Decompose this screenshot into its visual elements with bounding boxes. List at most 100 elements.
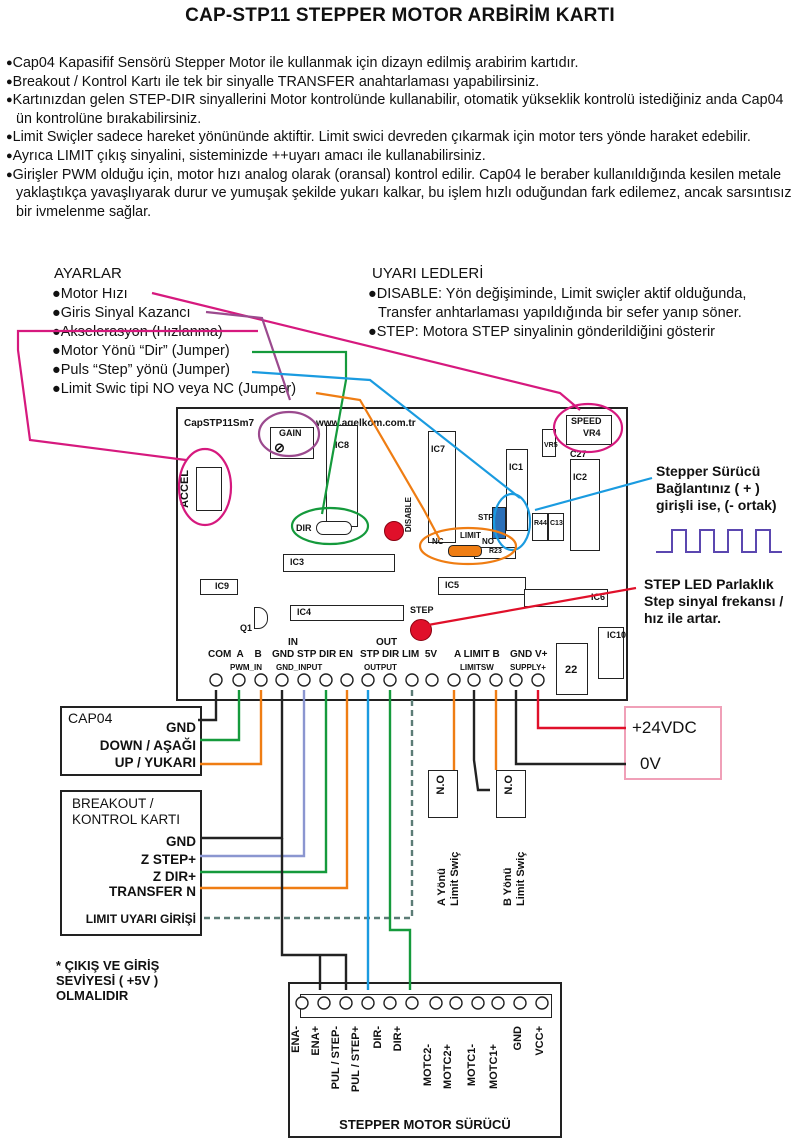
intro-item: ●Limit Swiçler sadece hareket yönününde … [6, 129, 751, 146]
switch-a-label: A Yönü Limit Swiç [436, 851, 461, 906]
step-led-note: STEP LED Parlaklık Step sinyal frekansı … [644, 576, 784, 626]
driver-pin: PUL / STEP- [330, 1026, 342, 1090]
intro-item: ●Girişler PWM olduğu için, motor hızı an… [6, 166, 792, 220]
limit-switch-b: N.O [496, 770, 526, 818]
power-0v: 0V [640, 754, 661, 773]
settings-item: ●Akselerasyon (Hızlanma) [52, 324, 223, 340]
driver-pin: ENA+ [310, 1026, 322, 1056]
wire-bo-step [200, 690, 306, 858]
c22: 22 [556, 643, 588, 695]
cap04-gnd: GND [166, 720, 196, 735]
disable-label: DISABLE [404, 497, 413, 533]
gain-pot: GAIN ⊘ [270, 427, 314, 459]
settings-item: ●Giris Sinyal Kazancı [52, 305, 191, 321]
limit-switch-a: N.O [428, 770, 458, 818]
wire-drv-dir [388, 690, 412, 990]
ic8: IC8 [326, 425, 358, 527]
sup-group-label: SUPPLY+ [510, 663, 546, 672]
leds-item: ●DISABLE: Yön değişiminde, Limit swiçler… [368, 286, 747, 321]
settings-item: ●Motor Hızı [52, 286, 128, 302]
pcb-board: CapSTP11Sm7 www.agelkom.com.tr GAIN ⊘ SP… [176, 407, 628, 701]
switch-b-label: B Yönü Limit Swiç [502, 851, 527, 906]
step-waveform [656, 529, 782, 553]
step-led [410, 619, 432, 641]
ic2: IC2 [570, 459, 600, 551]
breakout-gnd: GND [166, 834, 196, 849]
r44: R44 [532, 513, 548, 541]
limit-jumper [448, 545, 482, 557]
settings-list: ●Motor Hızı ●Giris Sinyal Kazancı ●Aksel… [52, 285, 296, 399]
driver-pin: PUL / STEP+ [350, 1026, 362, 1093]
ic10: IC10 [598, 627, 626, 679]
driver-pin: DIR- [372, 1026, 384, 1049]
q1 [254, 607, 268, 629]
settings-item: ●Limit Swic tipi NO veya NC (Jumper) [52, 381, 297, 397]
intro-item: ●Kartınızdan gelen STEP-DIR sinyallerini… [6, 92, 784, 127]
c13: C13 [548, 513, 564, 541]
out-label: OUT [376, 637, 398, 648]
cap04-title: CAP04 [68, 710, 113, 726]
ic7: IC7 [428, 431, 456, 543]
stp-label: STP [478, 513, 494, 522]
pwm-top: COM A B [208, 649, 262, 660]
nc-label: NC [432, 537, 444, 546]
speed-pot: SPEED VR4 [566, 415, 612, 445]
ic4: IC4 [290, 605, 404, 621]
sup-top: GND V+ [510, 649, 548, 660]
wire-bo-transfer [200, 690, 349, 890]
settings-header: AYARLAR [54, 265, 122, 282]
driver-pin: MOTC1- [466, 1044, 478, 1087]
limit-label: LIMIT [460, 531, 481, 540]
no-label: NO [482, 537, 494, 546]
dir-label: DIR [296, 523, 312, 533]
in-top: GND STP DIR EN [272, 649, 353, 660]
out-top: STP DIR LIM 5V [360, 649, 438, 660]
leds-list: ●DISABLE: Yön değişiminde, Limit swiçler… [368, 285, 798, 342]
driver-pin: MOTC2- [422, 1044, 434, 1087]
ic1: IC1 [506, 449, 528, 531]
q1-label: Q1 [240, 623, 253, 633]
accel-pot: ACCEL [179, 467, 222, 511]
ic6: IC6 [524, 589, 608, 607]
wire-bo-dir [200, 690, 328, 874]
out-group-label: OUTPUT [364, 663, 397, 672]
settings-item: ●Puls “Step” yönü (Jumper) [52, 362, 230, 378]
wire-cap04-up [200, 690, 263, 766]
driver-pin: GND [512, 1026, 524, 1051]
leds-header: UYARI LEDLERİ [372, 265, 484, 282]
cap04-down: DOWN / AŞAĞI [99, 738, 196, 753]
wire-lim-com [472, 690, 490, 792]
intro-list: ●Cap04 Kapasifif Sensörü Stepper Motor i… [6, 54, 796, 221]
breakout-transfer: TRANSFER N [109, 884, 196, 899]
driver-pin: ENA- [290, 1026, 302, 1053]
stp-jumper [492, 507, 506, 539]
driver-pin: DIR+ [392, 1026, 404, 1052]
lim-top: A LIMIT B [454, 649, 500, 660]
level-note: * ÇIKIŞ VE GİRİŞ SEVİYESİ ( +5V ) OLMALI… [56, 958, 160, 1003]
driver-pin: MOTC2+ [442, 1044, 454, 1089]
settings-item: ●Motor Yönü “Dir” (Jumper) [52, 343, 230, 359]
breakout-title: BREAKOUT / KONTROL KARTI [72, 796, 181, 827]
intro-item: ●Cap04 Kapasifif Sensörü Stepper Motor i… [6, 55, 579, 71]
wire-gnd-bus [280, 838, 348, 990]
in-group-label: GND_INPUT [276, 663, 323, 672]
page-title: CAP-STP11 STEPPER MOTOR ARBİRİM KARTI [185, 5, 615, 26]
driver-pin: MOTC1+ [488, 1044, 500, 1089]
breakout-step: Z STEP+ [140, 852, 196, 867]
wire-bo-limit [200, 690, 414, 920]
leds-item: ●STEP: Motora STEP sinyalinin gönderildi… [368, 324, 715, 340]
lim-group-label: LIMITSW [460, 663, 494, 672]
breakout-box: BREAKOUT / KONTROL KARTI GND Z STEP+ Z D… [60, 790, 202, 936]
ic5: IC5 [438, 577, 526, 595]
terminal-screws [209, 673, 549, 1010]
step-led-label: STEP [410, 605, 434, 615]
pot-screw-icon: ⊘ [274, 440, 285, 455]
driver-title: STEPPER MOTOR SÜRÜCÜ [339, 1117, 511, 1132]
vr5: VR5 [542, 429, 558, 457]
disable-led [384, 521, 404, 541]
dir-jumper [316, 521, 352, 535]
ic3: IC3 [283, 554, 395, 572]
intro-item: ●Breakout / Kontrol Kartı ile tek bir si… [6, 73, 540, 90]
cap04-up: UP / YUKARI [114, 755, 196, 770]
cap-c27: C27 [570, 449, 587, 459]
